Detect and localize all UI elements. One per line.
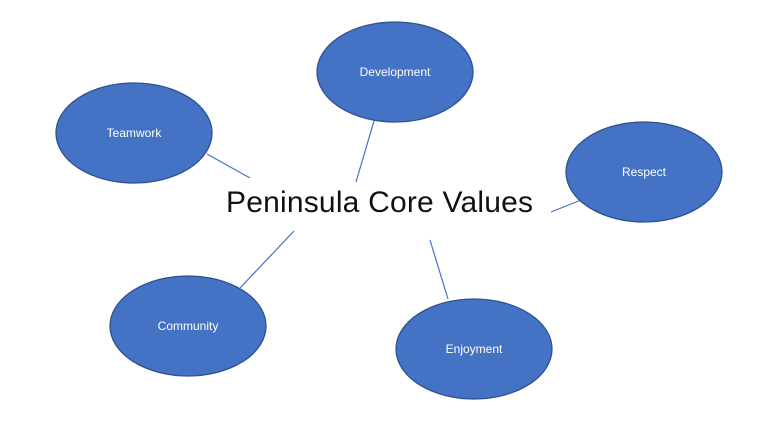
connector-community [239,230,295,289]
connector-respect [550,199,582,213]
node-community-ellipse [109,275,267,377]
connector-teamwork [206,153,251,179]
node-teamwork-ellipse [55,82,213,184]
node-teamwork-label: Teamwork [107,126,163,140]
connector-enjoyment [429,239,449,300]
node-community-label: Community [158,319,219,333]
node-respect-label: Respect [622,165,667,179]
node-development-ellipse [316,21,474,123]
node-enjoyment: Enjoyment [395,298,553,400]
node-development: Development [316,21,474,123]
node-development-label: Development [360,65,431,79]
connector-development [355,120,375,183]
node-respect: Respect [565,121,723,223]
node-enjoyment-label: Enjoyment [446,342,503,356]
center-title: Peninsula Core Values [226,186,534,219]
node-community: Community [109,275,267,377]
node-respect-ellipse [565,121,723,223]
node-teamwork: Teamwork [55,82,213,184]
node-enjoyment-ellipse [395,298,553,400]
